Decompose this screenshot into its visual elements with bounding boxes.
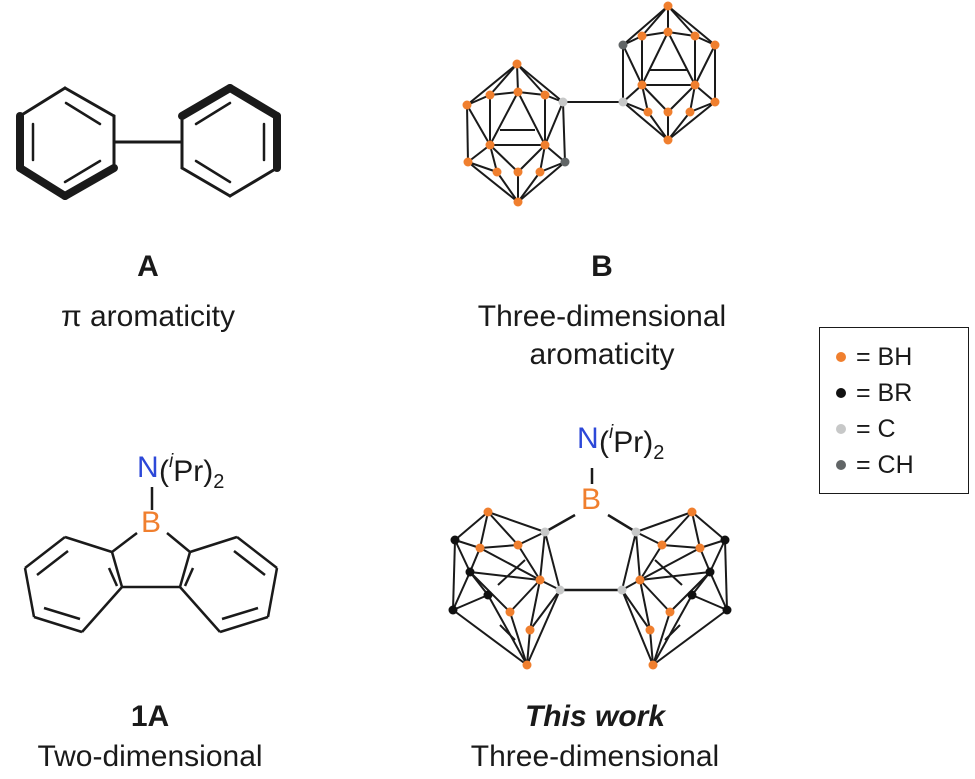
legend-box: = BH = BR = C = CH — [819, 327, 969, 494]
carborane-borole-structure — [452, 468, 728, 666]
legend-item-c: = C — [836, 414, 896, 444]
legend-item-bh: = BH — [836, 342, 912, 372]
caption-1a-line1: Two-dimensional — [37, 740, 263, 773]
legend-item-ch: = CH — [836, 450, 914, 480]
label-1a: 1A — [130, 700, 170, 733]
atom-n-1a: N — [137, 451, 159, 484]
bicarborane-structure — [466, 5, 716, 203]
caption-b-line1: Three-dimensional — [477, 300, 727, 333]
biphenyl-structure — [16, 84, 281, 200]
black-dot-icon — [836, 388, 846, 398]
substituent-1a: (iPr)2 — [159, 451, 225, 493]
atom-n-work: N — [577, 422, 599, 455]
borafluorene-structure — [23, 487, 279, 634]
caption-a: π aromaticity — [60, 300, 236, 333]
label-this-work: This work — [524, 700, 666, 733]
legend-item-br: = BR — [836, 378, 912, 408]
carborane-borole-atoms — [448, 507, 732, 670]
label-a: A — [137, 250, 159, 283]
light-gray-dot-icon — [836, 424, 846, 434]
caption-work-line1: Three-dimensional — [470, 740, 720, 773]
atom-b-1a: B — [141, 506, 162, 539]
orange-dot-icon — [836, 352, 846, 362]
dark-gray-dot-icon — [836, 460, 846, 470]
bicarborane-atoms — [462, 1, 720, 207]
atom-b-work: B — [581, 483, 602, 516]
substituent-work: (iPr)2 — [599, 422, 665, 464]
caption-b-line2: aromaticity — [529, 338, 675, 371]
label-b: B — [591, 250, 613, 283]
